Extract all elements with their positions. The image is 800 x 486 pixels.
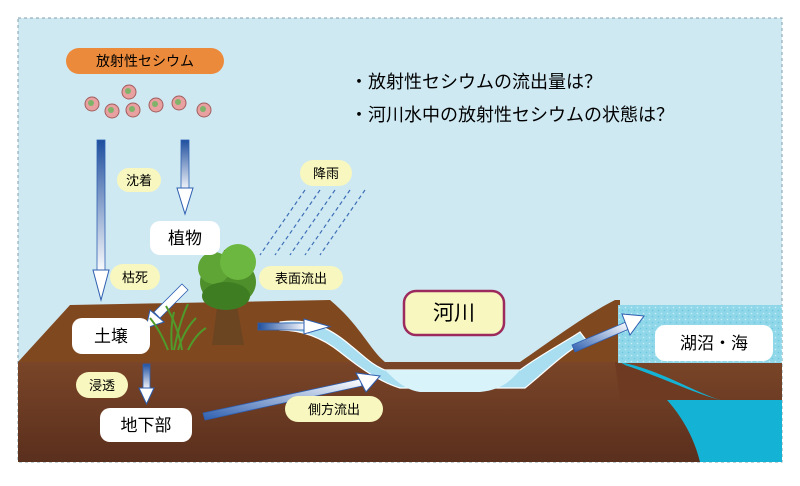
question-2: ・河川水中の放射性セシウムの状態は？ [350, 105, 674, 126]
rainfall-label-pill: 降雨 [300, 160, 352, 186]
river-label-box: 河川 [404, 291, 504, 335]
lakes-sea-label: 湖沼・海 [680, 334, 748, 354]
lakes-sea-label-box: 湖沼・海 [655, 325, 773, 361]
withering-label: 枯死 [122, 271, 148, 286]
source-label: 放射性セシウム [96, 54, 194, 70]
surface-runoff-label: 表面流出 [275, 272, 327, 287]
underground-label-box: 地下部 [100, 408, 192, 442]
river-label: 河川 [433, 301, 475, 325]
question-1: ・放射性セシウムの流出量は？ [350, 72, 602, 93]
plants-label: 植物 [168, 229, 202, 249]
rainfall-label: 降雨 [313, 167, 339, 182]
soil-label: 土壌 [94, 327, 128, 347]
deposition-label-pill: 沈着 [117, 168, 161, 192]
surface-runoff-label-pill: 表面流出 [259, 266, 343, 290]
soil-label-box: 土壌 [72, 318, 150, 354]
underground-label: 地下部 [121, 416, 172, 436]
withering-label-pill: 枯死 [110, 264, 160, 290]
deposition-label: 沈着 [126, 173, 152, 189]
lateral-runoff-label: 側方流出 [308, 402, 360, 418]
infiltration-label: 浸透 [89, 379, 115, 394]
infiltration-label-pill: 浸透 [76, 372, 128, 398]
source-label-pill: 放射性セシウム [66, 48, 224, 74]
plants-label-box: 植物 [150, 221, 220, 255]
lateral-runoff-label-pill: 側方流出 [285, 396, 383, 422]
